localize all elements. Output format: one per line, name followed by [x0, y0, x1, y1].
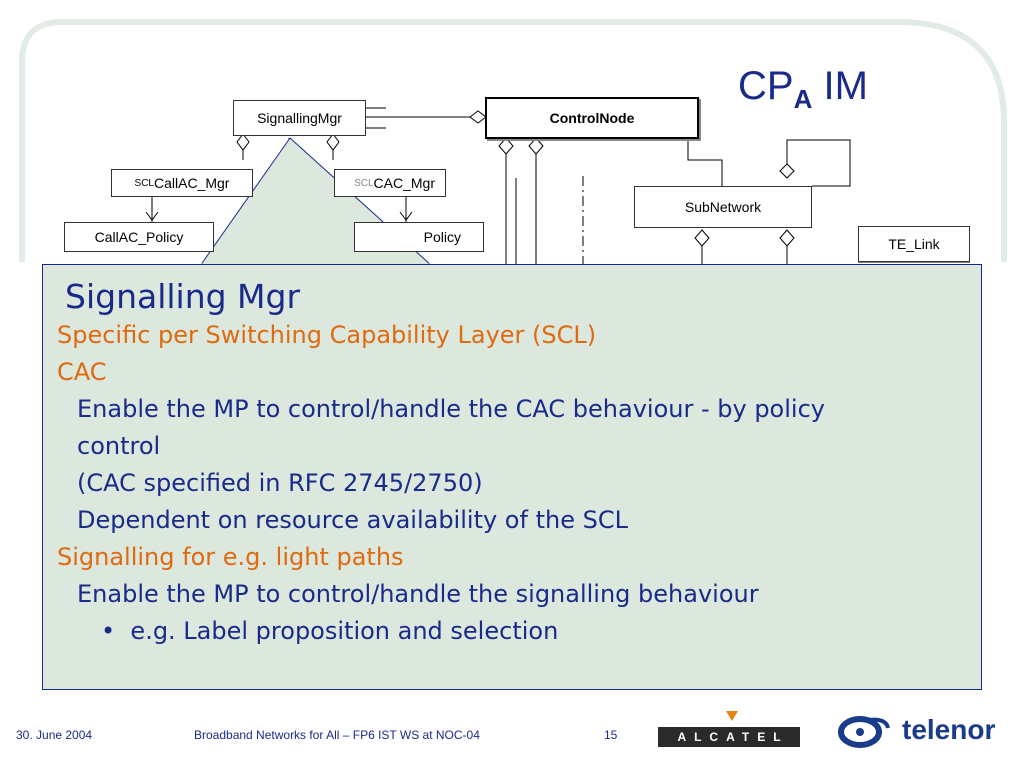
footer-page-number: 15: [604, 728, 618, 742]
title-subscript: A: [793, 84, 813, 114]
signalling-mgr-callout: Signalling Mgr Specific per Switching Ca…: [42, 264, 982, 690]
subnetwork-label: SubNetwork: [684, 199, 762, 215]
callac-policy-box: CallAC_Policy: [64, 222, 214, 252]
cac-policy-label: Policy: [423, 229, 461, 245]
te-link-label: TE_Link: [888, 236, 940, 252]
callout-line-signalling: Signalling for e.g. light paths: [57, 543, 404, 571]
telenor-logo-text: telenor: [902, 714, 996, 745]
cac-mgr-label: CAC_Mgr: [373, 175, 435, 191]
callout-line-scl: Specific per Switching Capability Layer …: [57, 321, 597, 349]
signallingmgr-box: SignallingMgr: [233, 100, 366, 136]
bullet-icon: •: [101, 617, 131, 645]
te-link-box: TE_Link: [858, 226, 970, 262]
callout-line-rfc: (CAC specified in RFC 2745/2750): [77, 469, 483, 497]
controlnode-box: ControlNode: [485, 97, 699, 139]
footer-event: Broadband Networks for All – FP6 IST WS …: [194, 728, 480, 742]
callout-line-cac-enable: Enable the MP to control/handle the CAC …: [77, 395, 825, 423]
callac-policy-label: CallAC_Policy: [94, 229, 184, 245]
title-suffix: IM: [812, 64, 868, 108]
callac-mgr-label: CallAC_Mgr: [153, 175, 230, 191]
callac-mgr-prefix: SCL: [134, 177, 154, 189]
callout-line-signalling-enable: Enable the MP to control/handle the sign…: [77, 580, 759, 608]
callout-line-dependent: Dependent on resource availability of th…: [77, 506, 628, 534]
telenor-swirl-icon: [838, 716, 890, 748]
slide-title: CPA IM: [738, 64, 868, 115]
alcatel-logo: ALCATEL: [658, 727, 800, 747]
callout-line-cac: CAC: [57, 358, 107, 386]
callout-bullet-item: • e.g. Label proposition and selection: [57, 613, 967, 650]
cac-policy-box: Policy: [354, 222, 484, 252]
alcatel-triangle-icon: [726, 711, 738, 721]
signallingmgr-label: SignallingMgr: [257, 110, 342, 126]
subnetwork-box: SubNetwork: [634, 186, 812, 228]
footer-date: 30. June 2004: [16, 728, 93, 742]
controlnode-label: ControlNode: [549, 110, 635, 126]
callout-heading: Signalling Mgr: [65, 277, 301, 316]
callout-line-control: control: [77, 432, 161, 460]
cac-mgr-prefix: SCL: [354, 177, 374, 189]
callout-bullet-text: e.g. Label proposition and selection: [130, 617, 559, 645]
title-main: CP: [738, 64, 794, 108]
